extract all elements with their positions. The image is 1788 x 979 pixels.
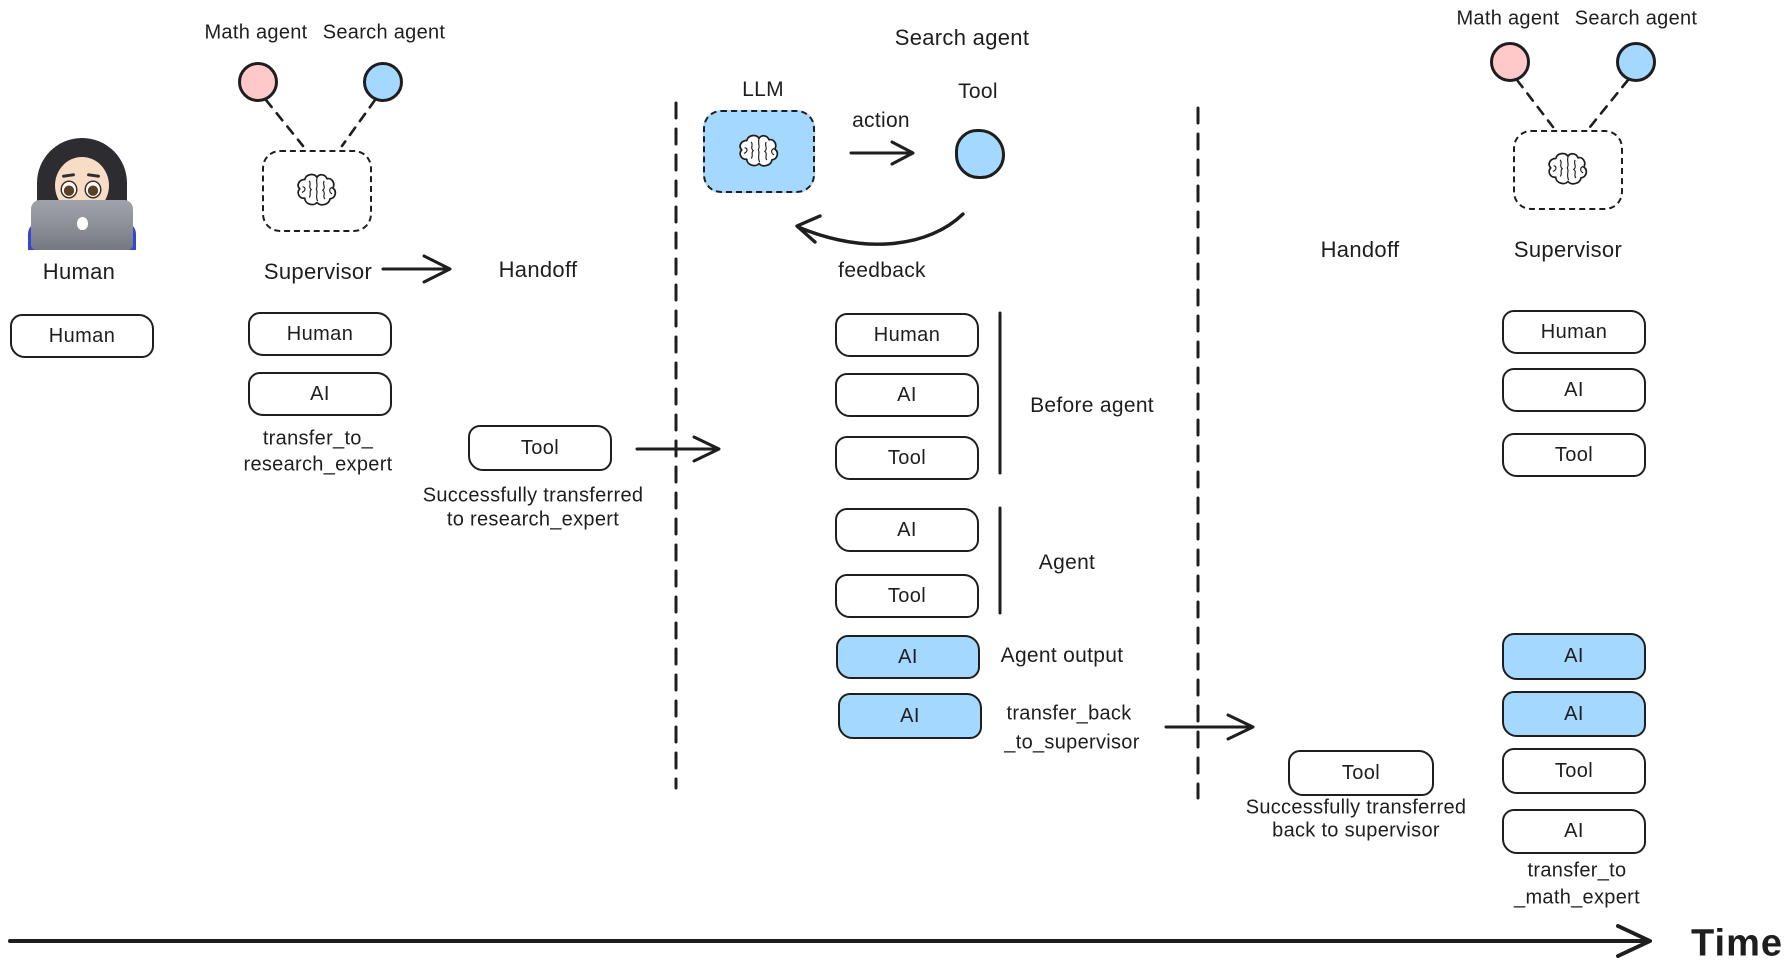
avatar-laptop [31, 200, 133, 250]
handoff2-note-line2: back to supervisor [1272, 819, 1440, 842]
supervisor2-label: Supervisor [1513, 237, 1623, 262]
search-agent-node [1616, 42, 1656, 82]
woman-technologist-emoji [28, 138, 136, 250]
transfer-note-line2: research_expert [243, 453, 393, 476]
handoff2-note-line1: Successfully transferred [1245, 796, 1467, 819]
apple-logo-icon [77, 217, 88, 230]
llm-box [703, 110, 815, 193]
transfer-math-note-line1: transfer_to [1527, 859, 1627, 882]
handoff1-label: Handoff [498, 257, 578, 282]
tool-note-line1: Successfully transferred [422, 484, 644, 507]
message-box-tool: Tool [468, 425, 612, 471]
message-box-human: Human [835, 313, 979, 357]
message-box-tool: Tool [1288, 750, 1434, 796]
transfer-back-label-line2: _to_supervisor [1004, 731, 1140, 754]
math-agent-label: Math agent [1456, 7, 1560, 30]
message-box-ai-highlighted: AI [838, 693, 982, 739]
tool-note-line2: to research_expert [446, 508, 620, 531]
human-label: Human [42, 259, 116, 284]
tool-node-label: Tool [958, 80, 998, 103]
feedback-arrow [795, 212, 965, 246]
message-box-tool: Tool [835, 574, 979, 618]
message-box-ai: AI [835, 508, 979, 552]
message-box-tool: Tool [835, 436, 979, 480]
message-box-human: Human [10, 314, 154, 358]
message-box-tool: Tool [1502, 748, 1646, 794]
message-box-ai-highlighted: AI [836, 635, 980, 679]
message-box-ai: AI [835, 373, 979, 417]
math-agent-node [238, 62, 278, 102]
transfer-back-arrow [1164, 713, 1255, 741]
brain-icon [1548, 152, 1588, 185]
message-box-ai: AI [248, 372, 392, 416]
action-arrow [849, 140, 915, 166]
brain-icon [739, 134, 779, 167]
message-box-ai-highlighted: AI [1502, 633, 1646, 680]
search-agent-label: Search agent [322, 21, 446, 44]
action-label: action [852, 109, 910, 132]
supervisor1-tree-edges [264, 98, 377, 148]
supervisor1-brain-box [262, 150, 372, 232]
before-agent-label: Before agent [1030, 394, 1154, 417]
brain-icon [297, 173, 337, 206]
feedback-label: feedback [838, 259, 926, 282]
timeline-axis [8, 924, 1652, 958]
time-axis-label: Time [1690, 922, 1784, 965]
message-box-human: Human [248, 312, 392, 356]
search-agent-phase-title: Search agent [894, 25, 1030, 50]
message-box-human: Human [1502, 310, 1646, 354]
supervisor2-tree-edges [1515, 78, 1630, 129]
handoff1-arrow [635, 435, 721, 463]
agent-output-label: Agent output [1000, 644, 1124, 667]
search-agent-label: Search agent [1574, 7, 1698, 30]
math-agent-label: Math agent [204, 21, 308, 44]
tool-node [955, 129, 1005, 179]
handoff2-label: Handoff [1320, 237, 1400, 262]
message-box-ai-highlighted: AI [1502, 691, 1646, 737]
transfer-math-note-line2: _math_expert [1514, 886, 1640, 909]
transfer-back-label-line1: transfer_back [1006, 702, 1132, 725]
supervisor1-label: Supervisor [263, 259, 373, 284]
message-box-ai: AI [1502, 368, 1646, 412]
search-agent-node [363, 62, 403, 102]
agent-label: Agent [1038, 551, 1096, 574]
supervisor2-brain-box [1513, 130, 1623, 210]
supervisor-to-handoff-arrow [381, 254, 452, 284]
message-box-ai: AI [1502, 809, 1646, 854]
transfer-note-line1: transfer_to_ [262, 427, 374, 450]
llm-label: LLM [742, 78, 784, 101]
math-agent-node [1490, 42, 1530, 82]
message-box-tool: Tool [1502, 433, 1646, 477]
